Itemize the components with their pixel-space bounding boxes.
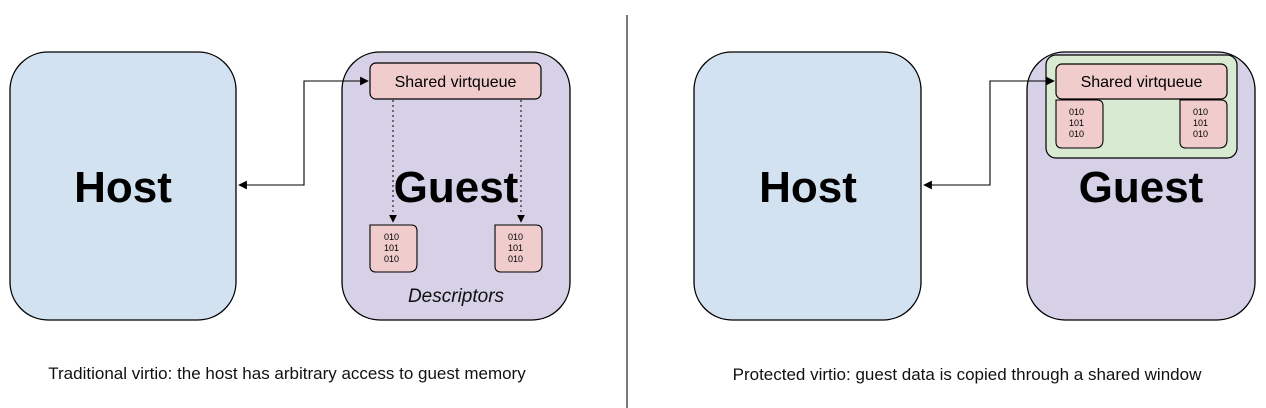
descriptor-bits-line: 010	[1069, 129, 1084, 139]
host-queue-arrow	[238, 76, 369, 190]
shared-virtqueue-label: Shared virtqueue	[395, 74, 517, 91]
descriptor-bits-line: 010	[1069, 107, 1084, 117]
traditional-caption: Traditional virtio: the host has arbitra…	[48, 364, 526, 383]
host-label: Host	[74, 163, 172, 212]
guest-label: Guest	[1079, 163, 1204, 212]
traditional-virtio-panel: Host Guest Shared virtqueue 010 101 010 …	[9, 51, 571, 383]
descriptor-bits-line: 010	[508, 254, 523, 264]
descriptors-label: Descriptors	[408, 286, 505, 307]
host-box	[9, 51, 237, 321]
guest-label: Guest	[394, 163, 519, 212]
host-label: Host	[759, 163, 857, 212]
descriptor-block: 010 101 010	[1179, 99, 1228, 149]
descriptor-bits-line: 010	[384, 254, 399, 264]
descriptor-bits-line: 010	[508, 232, 523, 242]
descriptor-bits-line: 101	[1069, 118, 1084, 128]
shared-virtqueue-label: Shared virtqueue	[1081, 74, 1203, 91]
descriptor-bits-line: 101	[1193, 118, 1208, 128]
protected-caption: Protected virtio: guest data is copied t…	[733, 365, 1202, 384]
shared-virtqueue-box	[369, 62, 542, 100]
descriptor-bits-line: 010	[1193, 107, 1208, 117]
descriptor-bits-line: 010	[1193, 129, 1208, 139]
descriptor-bits-line: 101	[508, 243, 523, 253]
descriptor-block: 010 101 010	[1055, 99, 1104, 149]
descriptor-block: 010 101 010	[369, 224, 418, 273]
host-queue-arrow	[923, 76, 1055, 190]
host-box	[693, 51, 922, 321]
shared-virtqueue-box	[1055, 63, 1228, 100]
protected-virtio-panel: Host Guest Shared virtqueue 010 101 010 …	[693, 51, 1256, 384]
descriptor-bits-line: 101	[384, 243, 399, 253]
descriptor-bits-line: 010	[384, 232, 399, 242]
descriptor-block: 010 101 010	[494, 224, 543, 273]
